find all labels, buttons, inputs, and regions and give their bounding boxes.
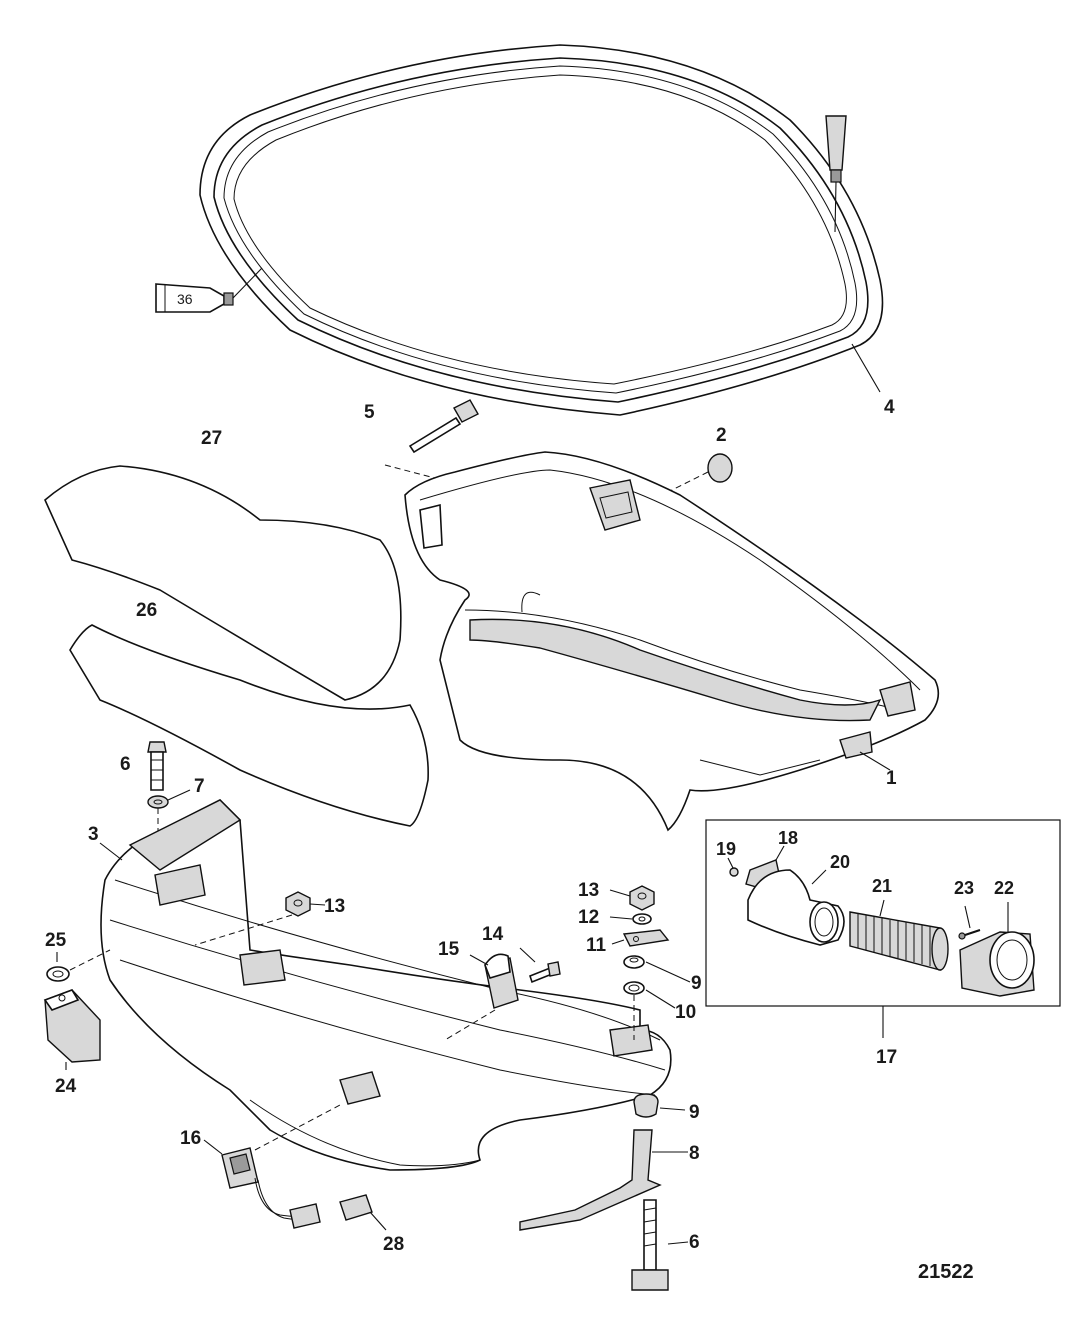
callout-5: 5	[364, 402, 375, 423]
callout-3: 3	[88, 824, 99, 845]
callout-28: 28	[383, 1234, 404, 1255]
switch-16	[203, 1104, 341, 1229]
callout-2: 2	[716, 425, 727, 446]
callout-16: 16	[180, 1128, 201, 1149]
callout-8: 8	[689, 1143, 700, 1164]
callout-labels: 4 5 2 27 26 1 6 7 3 19 18 20 21 23 22 13…	[45, 397, 1014, 1283]
bolt-6-upper	[147, 741, 167, 791]
grommet-9-lower	[633, 1093, 686, 1118]
nut-13-left	[194, 891, 326, 946]
callout-13-left: 13	[324, 896, 345, 917]
callout-26: 26	[136, 600, 157, 621]
seal-10	[623, 981, 676, 1040]
callout-19: 19	[716, 839, 736, 859]
clip-15	[444, 953, 519, 1041]
callout-1: 1	[886, 768, 897, 789]
kit-17-inset	[705, 819, 1061, 1038]
callout-12: 12	[578, 907, 599, 928]
callout-22: 22	[994, 878, 1014, 898]
chap-26	[69, 624, 429, 827]
callout-23: 23	[954, 878, 974, 898]
screw-14	[519, 947, 561, 984]
bolt-6-lower	[631, 1199, 689, 1291]
plug-2	[639, 453, 733, 507]
top-cowl	[404, 451, 940, 832]
bottom-cowl	[100, 799, 672, 1171]
callout-21: 21	[872, 876, 892, 896]
callout-6-lower: 6	[689, 1232, 700, 1253]
callout-17: 17	[876, 1047, 897, 1068]
washer-12	[609, 913, 652, 925]
callout-10: 10	[675, 1002, 696, 1023]
top-cowl-seal	[199, 44, 884, 416]
callout-11: 11	[586, 935, 607, 956]
sealant-tube-right	[825, 115, 847, 233]
washer-25	[46, 949, 111, 982]
callout-25: 25	[45, 930, 67, 951]
bellows-21	[849, 899, 949, 971]
callout-14: 14	[482, 924, 504, 945]
screw-19	[727, 857, 739, 877]
nut-13-right	[609, 885, 655, 911]
connector-28	[339, 1194, 387, 1231]
bracket-24	[43, 989, 101, 1070]
callout-7: 7	[194, 776, 205, 797]
screw-23	[958, 905, 981, 940]
callout-27: 27	[201, 428, 222, 449]
callout-9-upper: 9	[691, 973, 702, 994]
screw-5	[384, 399, 479, 529]
callout-18: 18	[778, 828, 798, 848]
figure-id: 21522	[918, 1261, 974, 1283]
callout-20: 20	[830, 852, 850, 872]
callout-6-upper: 6	[120, 754, 131, 775]
latch-lever-8	[519, 1129, 688, 1231]
grommet-9-upper	[623, 955, 691, 983]
bracket-11	[611, 929, 670, 947]
callout-15: 15	[438, 939, 460, 960]
fitting-22	[959, 902, 1035, 997]
sealant-tube-36: 36	[155, 267, 263, 313]
chap-27	[44, 465, 402, 701]
callout-13-right: 13	[578, 880, 599, 901]
sealant-label: 36	[177, 291, 193, 307]
callout-4: 4	[884, 397, 895, 418]
callout-24: 24	[55, 1076, 77, 1097]
callout-9-lower: 9	[689, 1102, 700, 1123]
duct-20	[747, 869, 845, 946]
